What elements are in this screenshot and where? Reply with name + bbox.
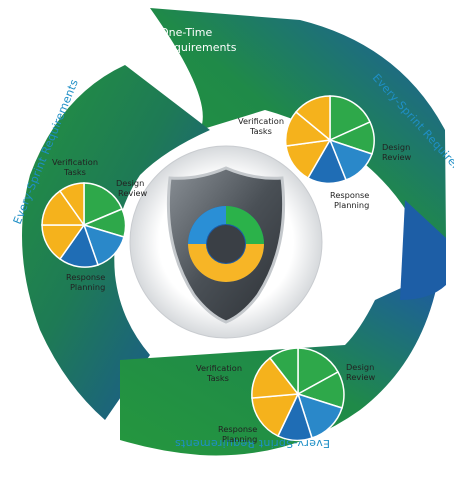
pie1-verification-line2: Tasks [249, 126, 272, 136]
shield-icon [166, 166, 286, 324]
pie2-design-line2: Review [118, 188, 148, 198]
pie3-verification-line2: Tasks [206, 373, 229, 383]
pie3-verification-line1: Verification [196, 363, 242, 373]
left-segment [22, 65, 210, 420]
pie1-response-line1: Response [330, 190, 369, 200]
banner-line-2: Requirements [160, 41, 237, 54]
pie2-response-line1: Response [66, 272, 105, 282]
pie3-design-line1: Design [346, 362, 374, 372]
pie3-response-line2: Planning [222, 434, 257, 444]
pie2-verification-line1: Verification [52, 157, 98, 167]
pie-bottom [251, 347, 345, 442]
pie1-response-line2: Planning [334, 200, 369, 210]
banner-line-1: One-Time [160, 26, 213, 39]
one-time-banner: One-Time Requirements [160, 26, 237, 54]
pie2-verification-line2: Tasks [63, 167, 86, 177]
one-time-segment [150, 8, 446, 260]
arrow-head-right [400, 200, 446, 300]
pie-top-right [284, 95, 375, 185]
pie1-verification-line1: Verification [238, 116, 284, 126]
pie2-design-line1: Design [116, 178, 144, 188]
pie1-design-line2: Review [382, 152, 412, 162]
pie-left [41, 182, 127, 268]
pie3-design-line2: Review [346, 372, 376, 382]
pie2-response-line2: Planning [70, 282, 105, 292]
pie3-response-line1: Response [218, 424, 257, 434]
pie1-design-line1: Design [382, 142, 410, 152]
